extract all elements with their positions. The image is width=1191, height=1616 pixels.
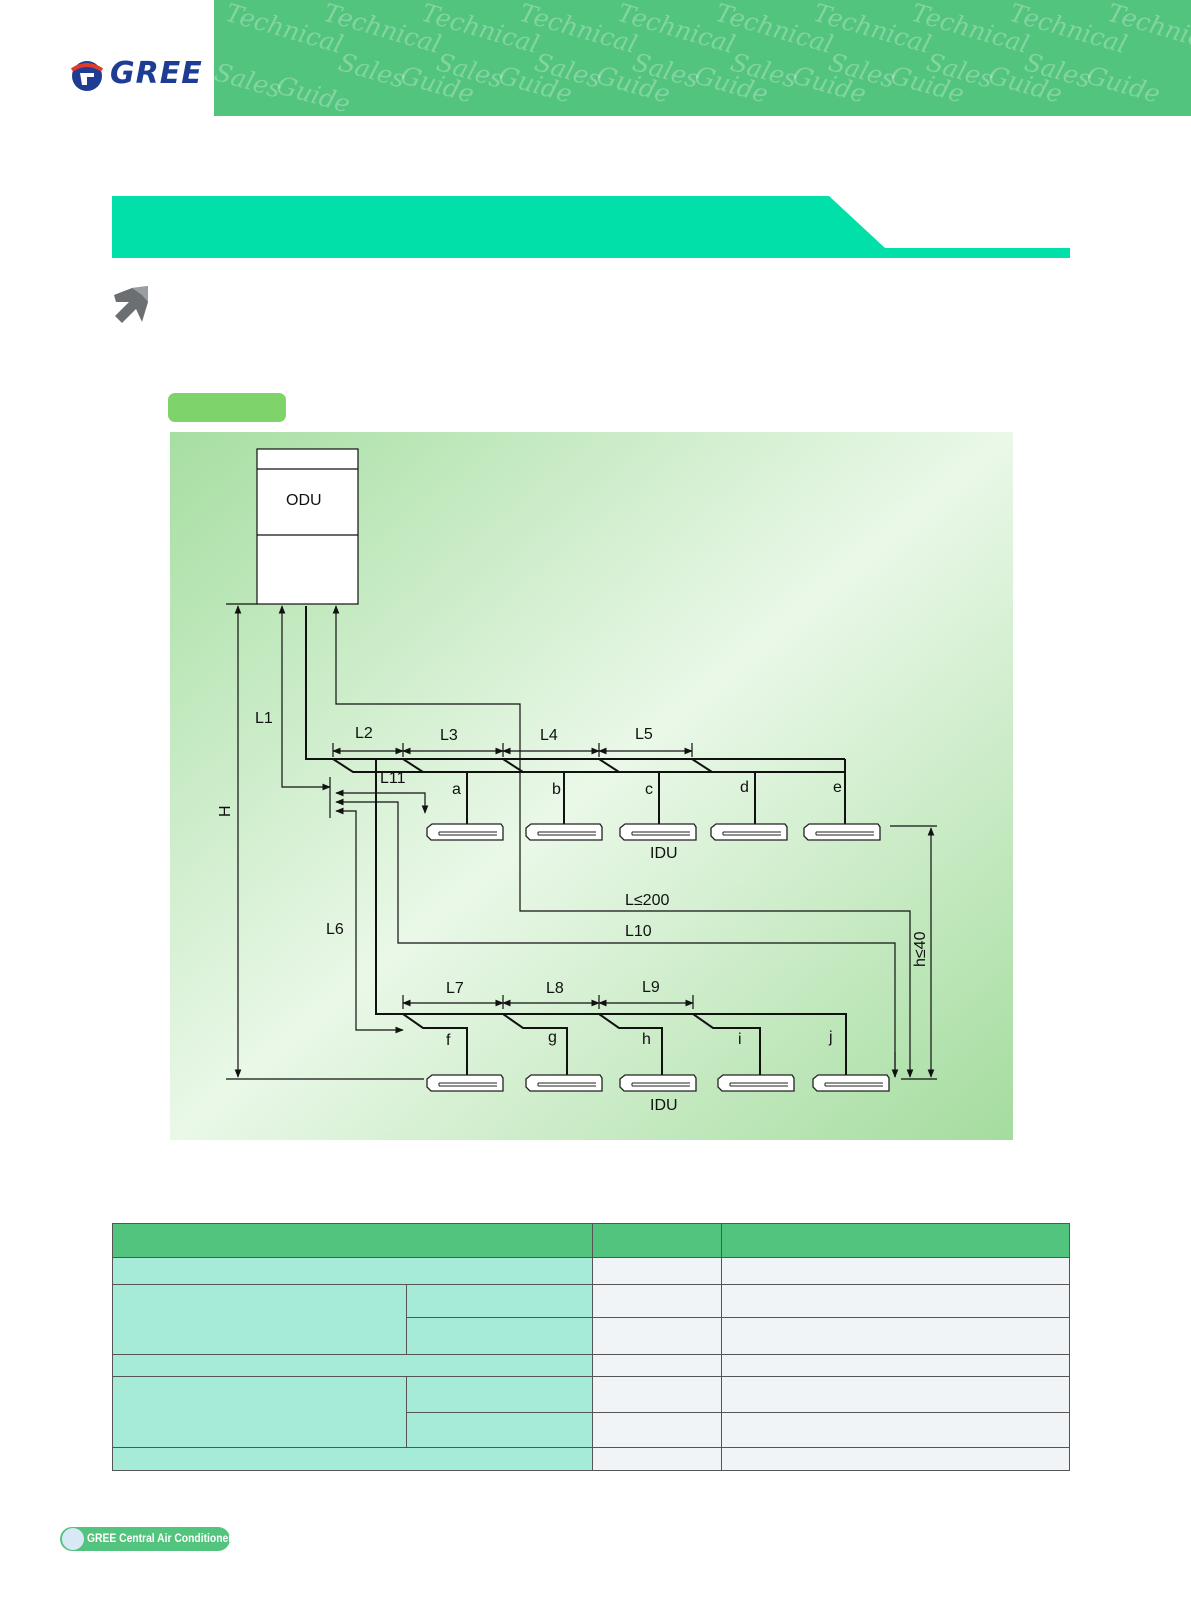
unit-label: b bbox=[552, 781, 561, 798]
bullet-arrow-icon bbox=[114, 286, 148, 323]
table-cell bbox=[111, 1447, 594, 1471]
label-l10: L10 bbox=[625, 923, 652, 940]
figure-tag bbox=[168, 393, 286, 422]
label-l1: L1 bbox=[255, 710, 273, 727]
unit-label: d bbox=[740, 779, 749, 796]
table-cell bbox=[405, 1376, 594, 1413]
label-l5: L5 bbox=[635, 726, 653, 743]
table-cell bbox=[592, 1376, 723, 1413]
table-cell bbox=[592, 1257, 723, 1285]
table-cell bbox=[405, 1317, 594, 1355]
table-row bbox=[111, 1447, 1070, 1471]
table-row bbox=[111, 1257, 1070, 1285]
table-header-cell bbox=[721, 1223, 1070, 1258]
brand-name: GREE bbox=[110, 56, 203, 91]
table-cell bbox=[405, 1284, 594, 1318]
label-l4: L4 bbox=[540, 727, 558, 744]
main-pipe-bottom bbox=[333, 758, 847, 1077]
unit-label: c bbox=[645, 781, 653, 798]
idu-label-top: IDU bbox=[650, 845, 678, 862]
table-row bbox=[112, 1284, 1070, 1355]
table-row bbox=[112, 1376, 1070, 1448]
odu-box bbox=[256, 448, 359, 605]
unit-label: e bbox=[833, 779, 842, 796]
label-l8: L8 bbox=[546, 980, 564, 997]
label-l9: L9 bbox=[642, 979, 660, 996]
footer-badge bbox=[60, 1527, 230, 1551]
table-cell bbox=[592, 1317, 723, 1355]
table-cell bbox=[592, 1447, 723, 1471]
table-cell bbox=[592, 1412, 723, 1448]
unit-label: h bbox=[642, 1031, 651, 1048]
piping-diagram: ODU L1 L2 L3 L4 L5 L11 L6 L10 L≤200 L7 L… bbox=[170, 432, 1013, 1140]
unit-label: f bbox=[446, 1032, 451, 1049]
pipe-length-table bbox=[111, 1223, 1070, 1471]
label-l6: L6 bbox=[326, 921, 344, 938]
section-title-bar bbox=[112, 196, 1070, 258]
unit-label: g bbox=[548, 1029, 557, 1046]
unit-label: a bbox=[452, 781, 461, 798]
unit-label: i bbox=[738, 1031, 742, 1048]
footer-text: GREE Central Air Conditioners bbox=[87, 1531, 238, 1545]
table-cell bbox=[721, 1317, 1070, 1355]
table-cell bbox=[592, 1284, 723, 1318]
table-cell bbox=[111, 1257, 594, 1285]
unit-label: j bbox=[828, 1029, 833, 1046]
idu-label-bottom: IDU bbox=[650, 1097, 678, 1114]
table-cell bbox=[721, 1447, 1070, 1471]
table-cell bbox=[112, 1284, 407, 1355]
table-row bbox=[113, 1412, 1070, 1448]
table-header-cell bbox=[592, 1223, 723, 1258]
label-total-limit: L≤200 bbox=[625, 892, 669, 909]
table-cell bbox=[721, 1354, 1070, 1377]
table-cell bbox=[721, 1284, 1070, 1318]
label-l2: L2 bbox=[355, 725, 373, 742]
label-height-h: H bbox=[217, 805, 234, 817]
header-banner: Technical Technical Technical Technical … bbox=[214, 0, 1191, 116]
table-cell bbox=[592, 1354, 723, 1377]
label-l11: L11 bbox=[380, 770, 406, 787]
watermark-guide: Guide bbox=[1083, 60, 1164, 109]
table-row bbox=[113, 1317, 1070, 1355]
table-cell bbox=[112, 1376, 407, 1448]
label-l7: L7 bbox=[446, 980, 464, 997]
table-cell bbox=[721, 1257, 1070, 1285]
gree-logo bbox=[70, 61, 104, 91]
label-l3: L3 bbox=[440, 727, 458, 744]
table-row bbox=[111, 1354, 1070, 1377]
footer-dot-icon bbox=[62, 1528, 84, 1550]
table-cell bbox=[111, 1354, 594, 1377]
odu-label: ODU bbox=[286, 492, 322, 509]
main-pipe-top bbox=[305, 606, 845, 760]
table-cell bbox=[721, 1412, 1070, 1448]
table-cell bbox=[721, 1376, 1070, 1413]
table-cell bbox=[405, 1412, 594, 1448]
table-header-row bbox=[111, 1223, 1070, 1258]
table-header-cell bbox=[111, 1223, 594, 1258]
label-height-limit: h≤40 bbox=[912, 931, 929, 967]
